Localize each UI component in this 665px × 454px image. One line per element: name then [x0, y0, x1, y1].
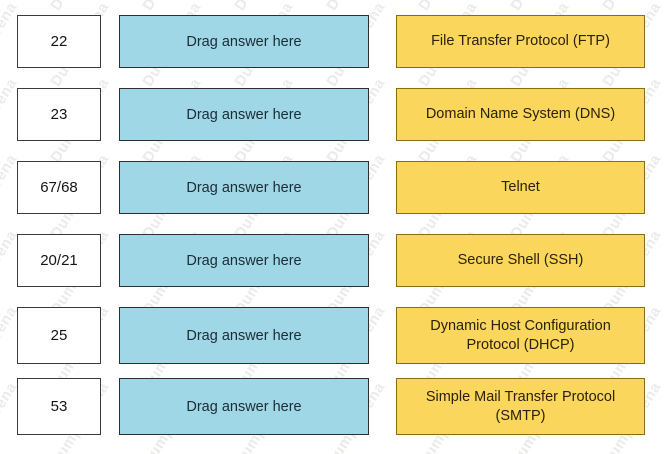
- table-row: 53 Drag answer here Simple Mail Transfer P…: [0, 378, 665, 435]
- port-number-box: 53: [17, 378, 101, 435]
- table-row: 22 Drag answer here File Transfer Protocol…: [0, 15, 665, 68]
- drop-target-6[interactable]: Drag answer here: [119, 378, 369, 435]
- answer-label: Domain Name System (DNS): [425, 106, 616, 123]
- answer-label: Telnet: [501, 179, 540, 196]
- table-row: 25 Drag answer here Dynamic Host Configura…: [0, 307, 665, 364]
- draggable-answer-5[interactable]: Dynamic Host Configuration Protocol (DHC…: [396, 307, 645, 364]
- draggable-answer-3[interactable]: Telnet: [396, 161, 645, 214]
- table-row: 23 Drag answer here Domain Name System (DN…: [0, 88, 665, 141]
- port-number-box: 23: [17, 88, 101, 141]
- answer-label: Secure Shell (SSH): [457, 252, 584, 269]
- port-number-box: 67/68: [17, 161, 101, 214]
- drop-target-1[interactable]: Drag answer here: [119, 15, 369, 68]
- table-row: 67/68 Drag answer here Telnet: [0, 161, 665, 214]
- table-row: 20/21 Drag answer here Secure Shell (SSH): [0, 234, 665, 287]
- draggable-answer-4[interactable]: Secure Shell (SSH): [396, 234, 645, 287]
- answer-label: File Transfer Protocol (FTP): [431, 33, 610, 50]
- drop-target-2[interactable]: Drag answer here: [119, 88, 369, 141]
- draggable-answer-2[interactable]: Domain Name System (DNS): [396, 88, 645, 141]
- answer-label: Dynamic Host Configuration Protocol (DHC…: [430, 317, 611, 353]
- port-number-box: 20/21: [17, 234, 101, 287]
- draggable-answer-6[interactable]: Simple Mail Transfer Protocol (SMTP): [396, 378, 645, 435]
- drop-target-5[interactable]: Drag answer here: [119, 307, 369, 364]
- draggable-answer-1[interactable]: File Transfer Protocol (FTP): [396, 15, 645, 68]
- drop-target-3[interactable]: Drag answer here: [119, 161, 369, 214]
- answer-label: Simple Mail Transfer Protocol (SMTP): [425, 388, 616, 424]
- port-number-box: 22: [17, 15, 101, 68]
- drop-target-4[interactable]: Drag answer here: [119, 234, 369, 287]
- port-number-box: 25: [17, 307, 101, 364]
